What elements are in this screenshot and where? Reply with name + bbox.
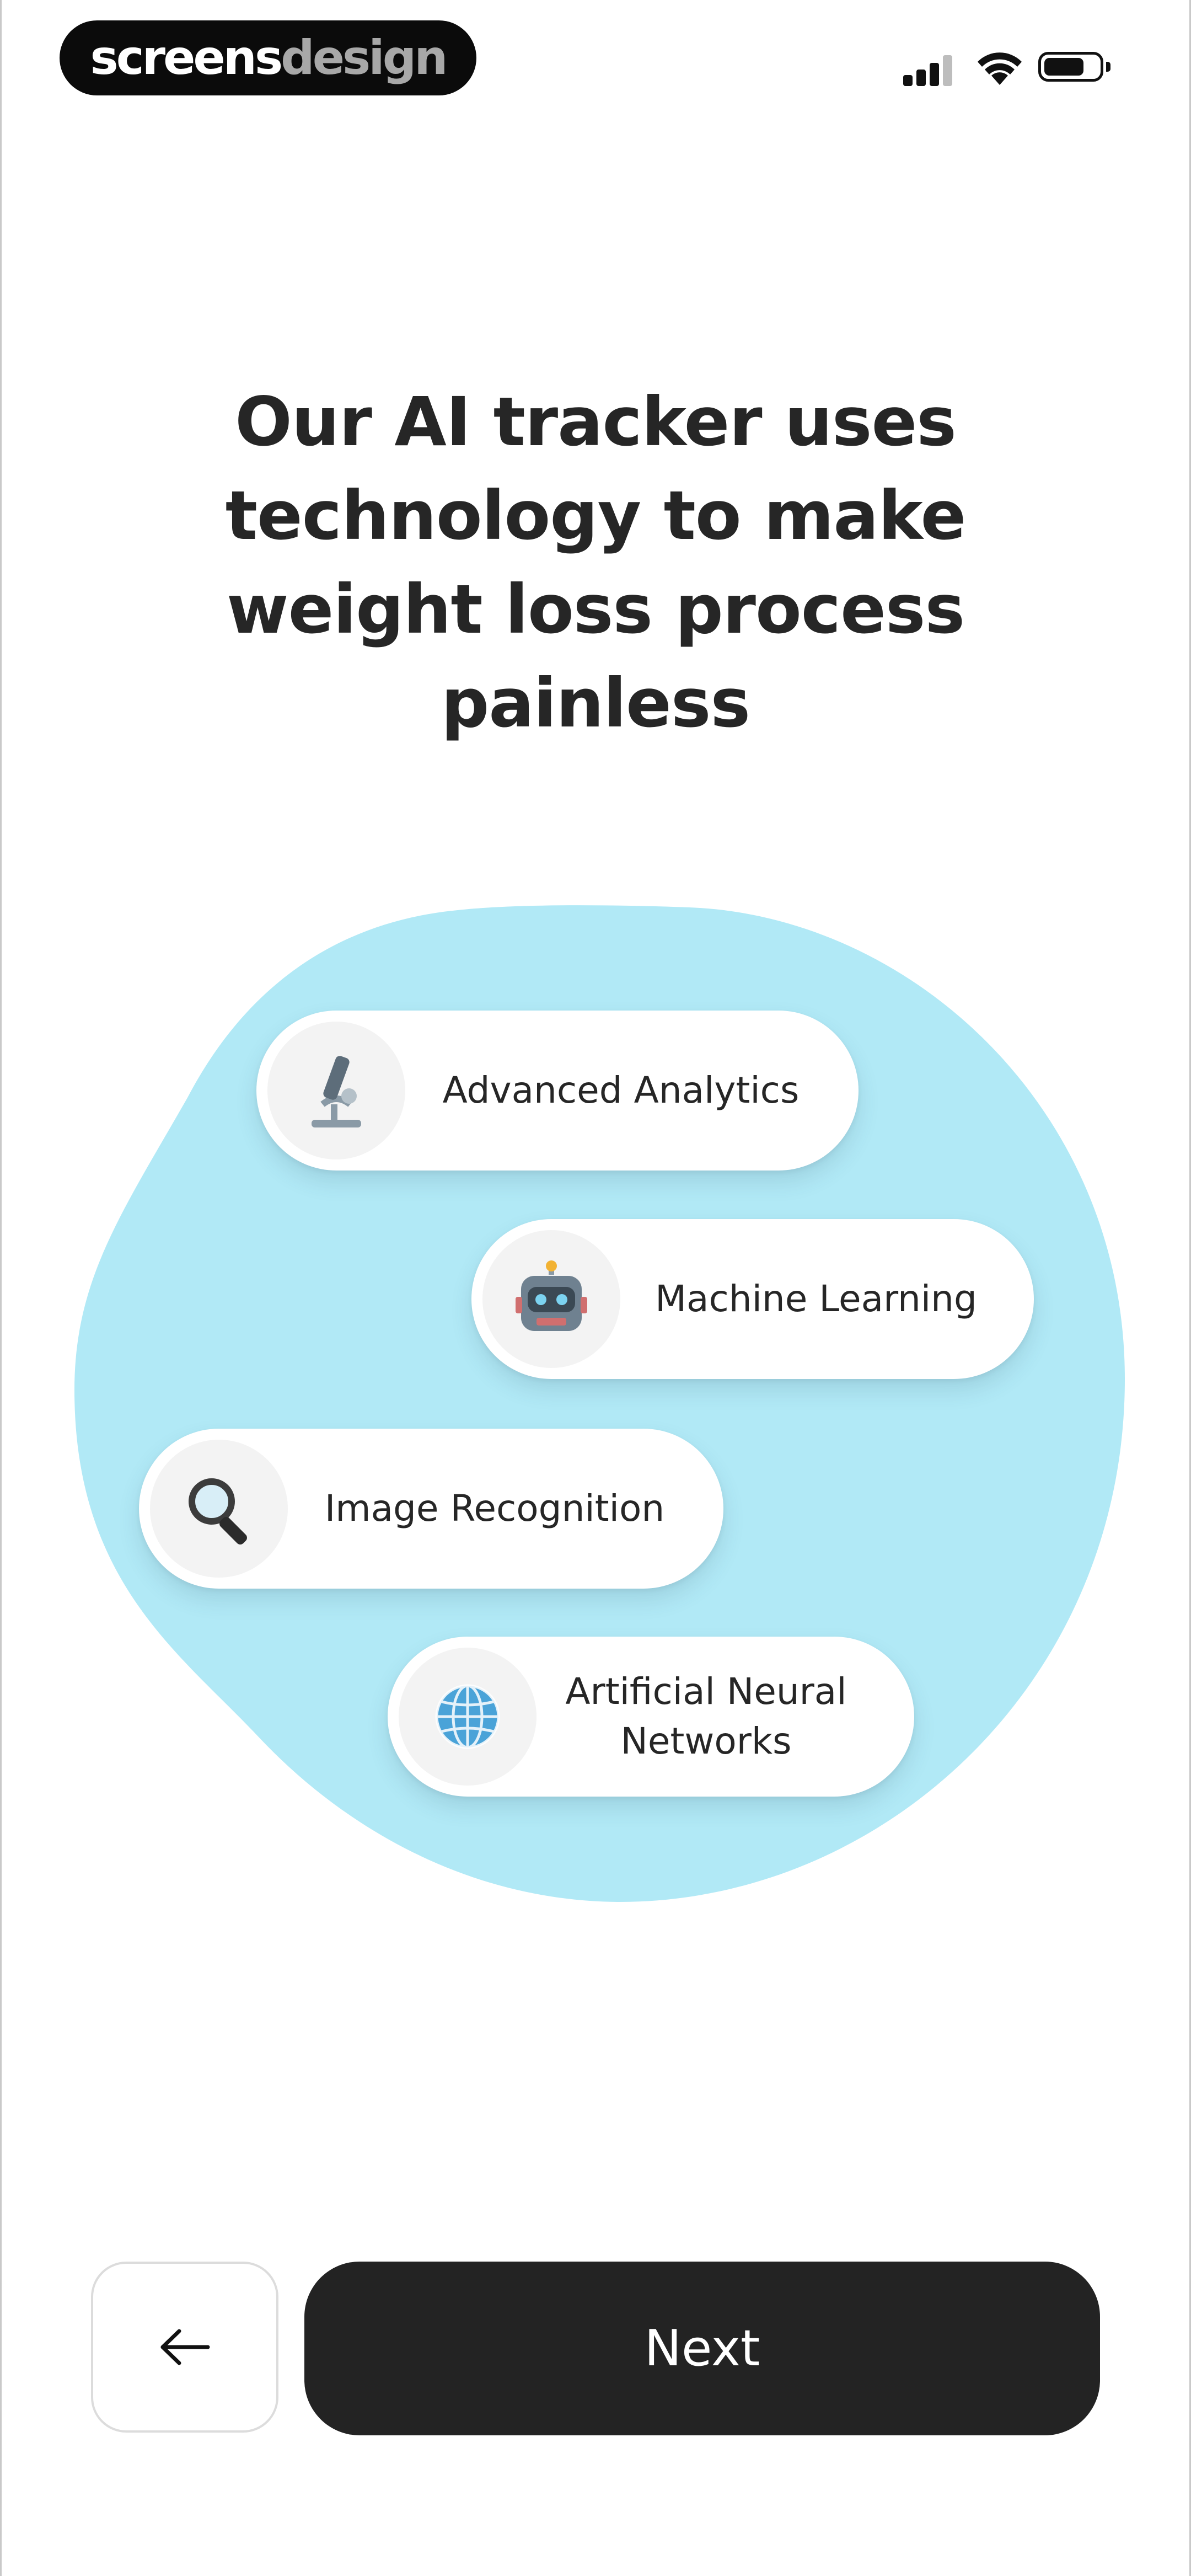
feature-label: Image Recognition bbox=[324, 1487, 665, 1530]
next-button[interactable]: Next bbox=[304, 2262, 1100, 2435]
feature-pill-advanced-analytics: Advanced Analytics bbox=[256, 1011, 859, 1171]
feature-label: Machine Learning bbox=[655, 1278, 977, 1320]
battery-icon bbox=[1038, 52, 1103, 82]
feature-pill-artificial-neural-networks: Artificial Neural Networks bbox=[388, 1637, 914, 1797]
status-bar-icons bbox=[899, 47, 1119, 86]
battery-level bbox=[1044, 58, 1084, 76]
frame-edge-left bbox=[0, 0, 2, 2576]
brand-logo-part-1: screens bbox=[90, 30, 283, 85]
microscope-icon bbox=[267, 1022, 405, 1159]
page-title: Our AI tracker uses technology to make w… bbox=[225, 383, 967, 742]
cellular-signal-icon bbox=[903, 75, 913, 86]
feature-pill-image-recognition: Image Recognition bbox=[139, 1429, 723, 1589]
globe-icon bbox=[399, 1648, 537, 1786]
cellular-signal-bar bbox=[930, 63, 939, 86]
feature-label: Advanced Analytics bbox=[442, 1069, 800, 1111]
brand-logo-part-2: design bbox=[281, 30, 448, 85]
frame-edge-right bbox=[1189, 0, 1191, 2576]
feature-pill-machine-learning: Machine Learning bbox=[471, 1219, 1034, 1379]
wifi-icon bbox=[978, 52, 1022, 85]
cellular-signal-bar bbox=[943, 55, 952, 86]
cellular-signal-bar bbox=[916, 70, 926, 86]
battery-cap bbox=[1106, 62, 1110, 72]
back-button[interactable] bbox=[91, 2262, 278, 2433]
arrow-left-icon bbox=[160, 2329, 210, 2365]
magnifying-glass-icon bbox=[150, 1440, 288, 1578]
robot-icon bbox=[482, 1230, 620, 1368]
feature-label: Artificial Neural Networks bbox=[565, 1670, 847, 1762]
